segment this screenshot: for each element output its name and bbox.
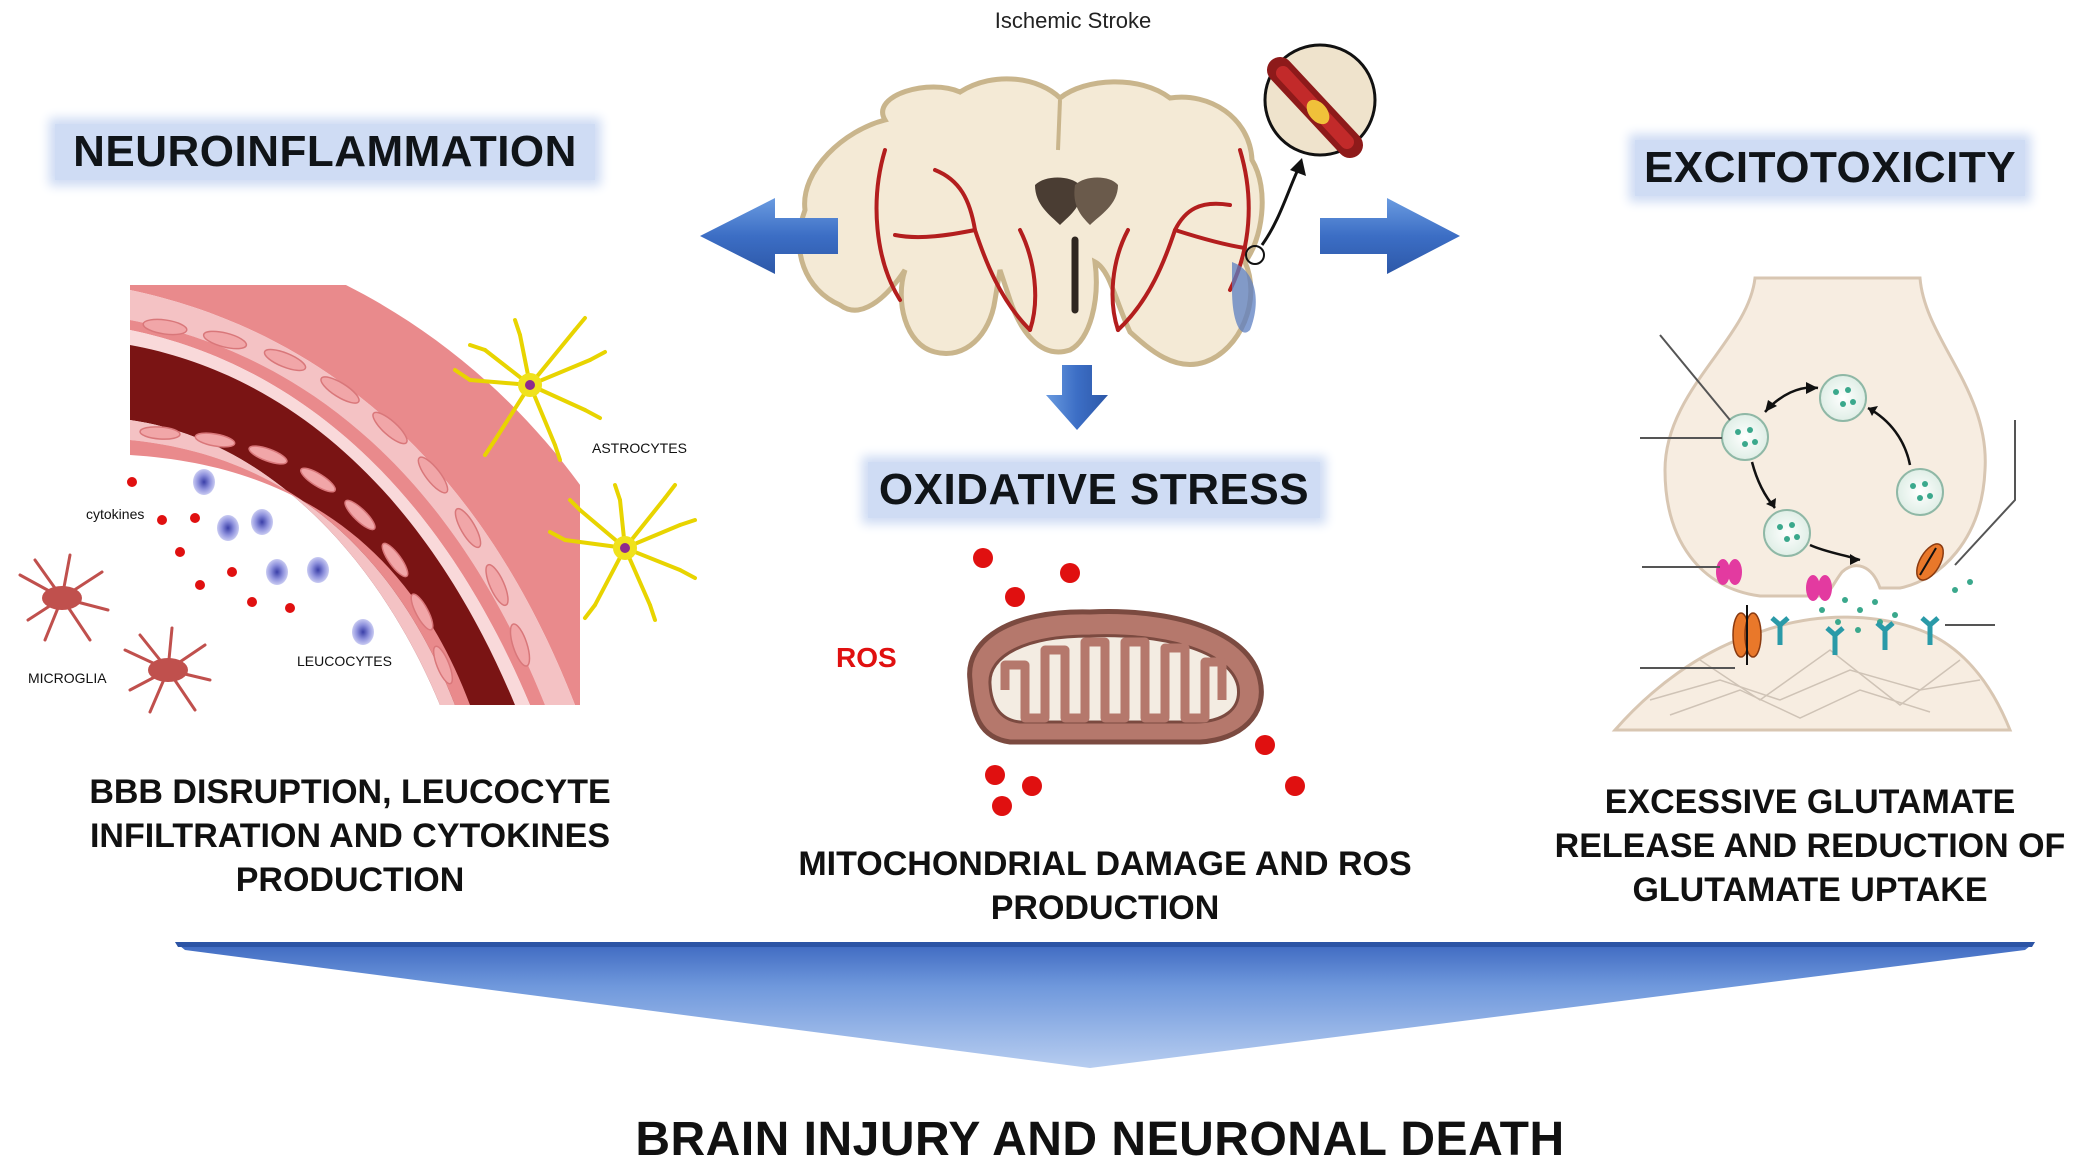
caption-right-line-2: RELEASE AND REDUCTION OF	[1554, 827, 2066, 865]
arrow-right	[1320, 198, 1460, 274]
ros-particles	[973, 548, 1305, 816]
leucocyte	[307, 557, 329, 583]
mitochondrion	[967, 609, 1264, 745]
leucocyte	[352, 619, 374, 645]
outcome-title: BRAIN INJURY AND NEURONAL DEATH	[635, 1113, 1565, 1166]
label-astrocytes: ASTROCYTES	[592, 440, 687, 456]
caption-left: BBB DISRUPTION, LEUCOCYTE INFILTRATION A…	[40, 770, 660, 902]
microglia-left	[18, 553, 110, 642]
label-ros: ROS	[836, 642, 897, 673]
astrocyte-top	[453, 316, 607, 462]
stroke-title: Ischemic Stroke	[994, 8, 1152, 33]
caption-right-line-3: GLUTAMATE UPTAKE	[1632, 871, 1988, 909]
heading-oxidative-stress: OXIDATIVE STRESS	[868, 462, 1320, 518]
leucocytes	[193, 469, 374, 645]
synapse-illustration	[1611, 276, 2016, 732]
blood-vessel-illustration	[130, 285, 580, 705]
caption-left-line-3: PRODUCTION	[235, 861, 465, 899]
leucocyte	[251, 509, 273, 535]
heading-excitotoxicity: EXCITOTOXICITY	[1635, 140, 2025, 196]
label-cytokines: cytokines	[86, 506, 145, 522]
arrow-left	[700, 198, 838, 274]
heading-neuroinflammation: NEUROINFLAMMATION	[55, 124, 595, 180]
label-leucocytes: LEUCOCYTES	[297, 653, 392, 669]
leucocyte	[217, 515, 239, 541]
microglia-right	[123, 626, 212, 714]
astrocyte-bottom	[548, 483, 697, 622]
cytokines	[127, 477, 295, 613]
leucocyte	[193, 469, 215, 495]
caption-center-line-2: PRODUCTION	[990, 889, 1220, 927]
arrow-down	[1046, 365, 1108, 430]
caption-right: EXCESSIVE GLUTAMATE RELEASE AND REDUCTIO…	[1530, 780, 2090, 912]
leucocyte	[266, 559, 288, 585]
funnel-arrow	[175, 942, 2035, 1068]
label-microglia: MICROGLIA	[28, 670, 107, 686]
caption-center-line-1: MITOCHONDRIAL DAMAGE AND ROS	[798, 845, 1412, 883]
brain-illustration	[796, 43, 1377, 367]
caption-left-line-1: BBB DISRUPTION, LEUCOCYTE	[89, 773, 611, 811]
caption-right-line-1: EXCESSIVE GLUTAMATE	[1604, 783, 2016, 821]
caption-left-line-2: INFILTRATION AND CYTOKINES	[89, 817, 611, 855]
caption-center: MITOCHONDRIAL DAMAGE AND ROS PRODUCTION	[755, 842, 1455, 930]
